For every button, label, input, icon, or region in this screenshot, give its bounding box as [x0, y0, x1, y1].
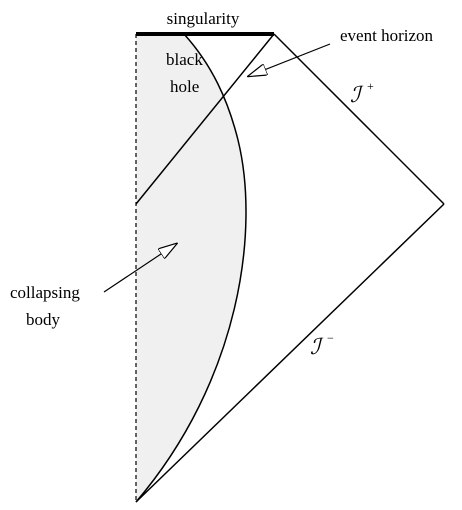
event-horizon-line: [135, 33, 275, 205]
singularity-label: singularity: [167, 9, 240, 28]
scri-plus-symbol: ℐ: [350, 83, 364, 108]
scri-minus-symbol: ℐ: [310, 335, 324, 360]
future-null-infinity: [273, 33, 445, 205]
past-null-infinity: [135, 203, 445, 503]
event-horizon-label: event horizon: [340, 26, 433, 45]
scri-minus-superscript: −: [327, 331, 334, 345]
body-surface-curve: [135, 33, 247, 503]
collapsing-body-label-line1: collapsing: [10, 283, 80, 302]
collapsing-body-region: [136, 34, 247, 502]
collapsing-body-arrow: [103, 244, 176, 293]
collapsing-body-label-line2: body: [26, 310, 61, 329]
black-hole-label-line1: black: [166, 50, 203, 69]
black-hole-label-line2: hole: [170, 77, 199, 96]
scri-plus-superscript: +: [367, 79, 374, 93]
event-horizon-arrow: [249, 43, 331, 76]
